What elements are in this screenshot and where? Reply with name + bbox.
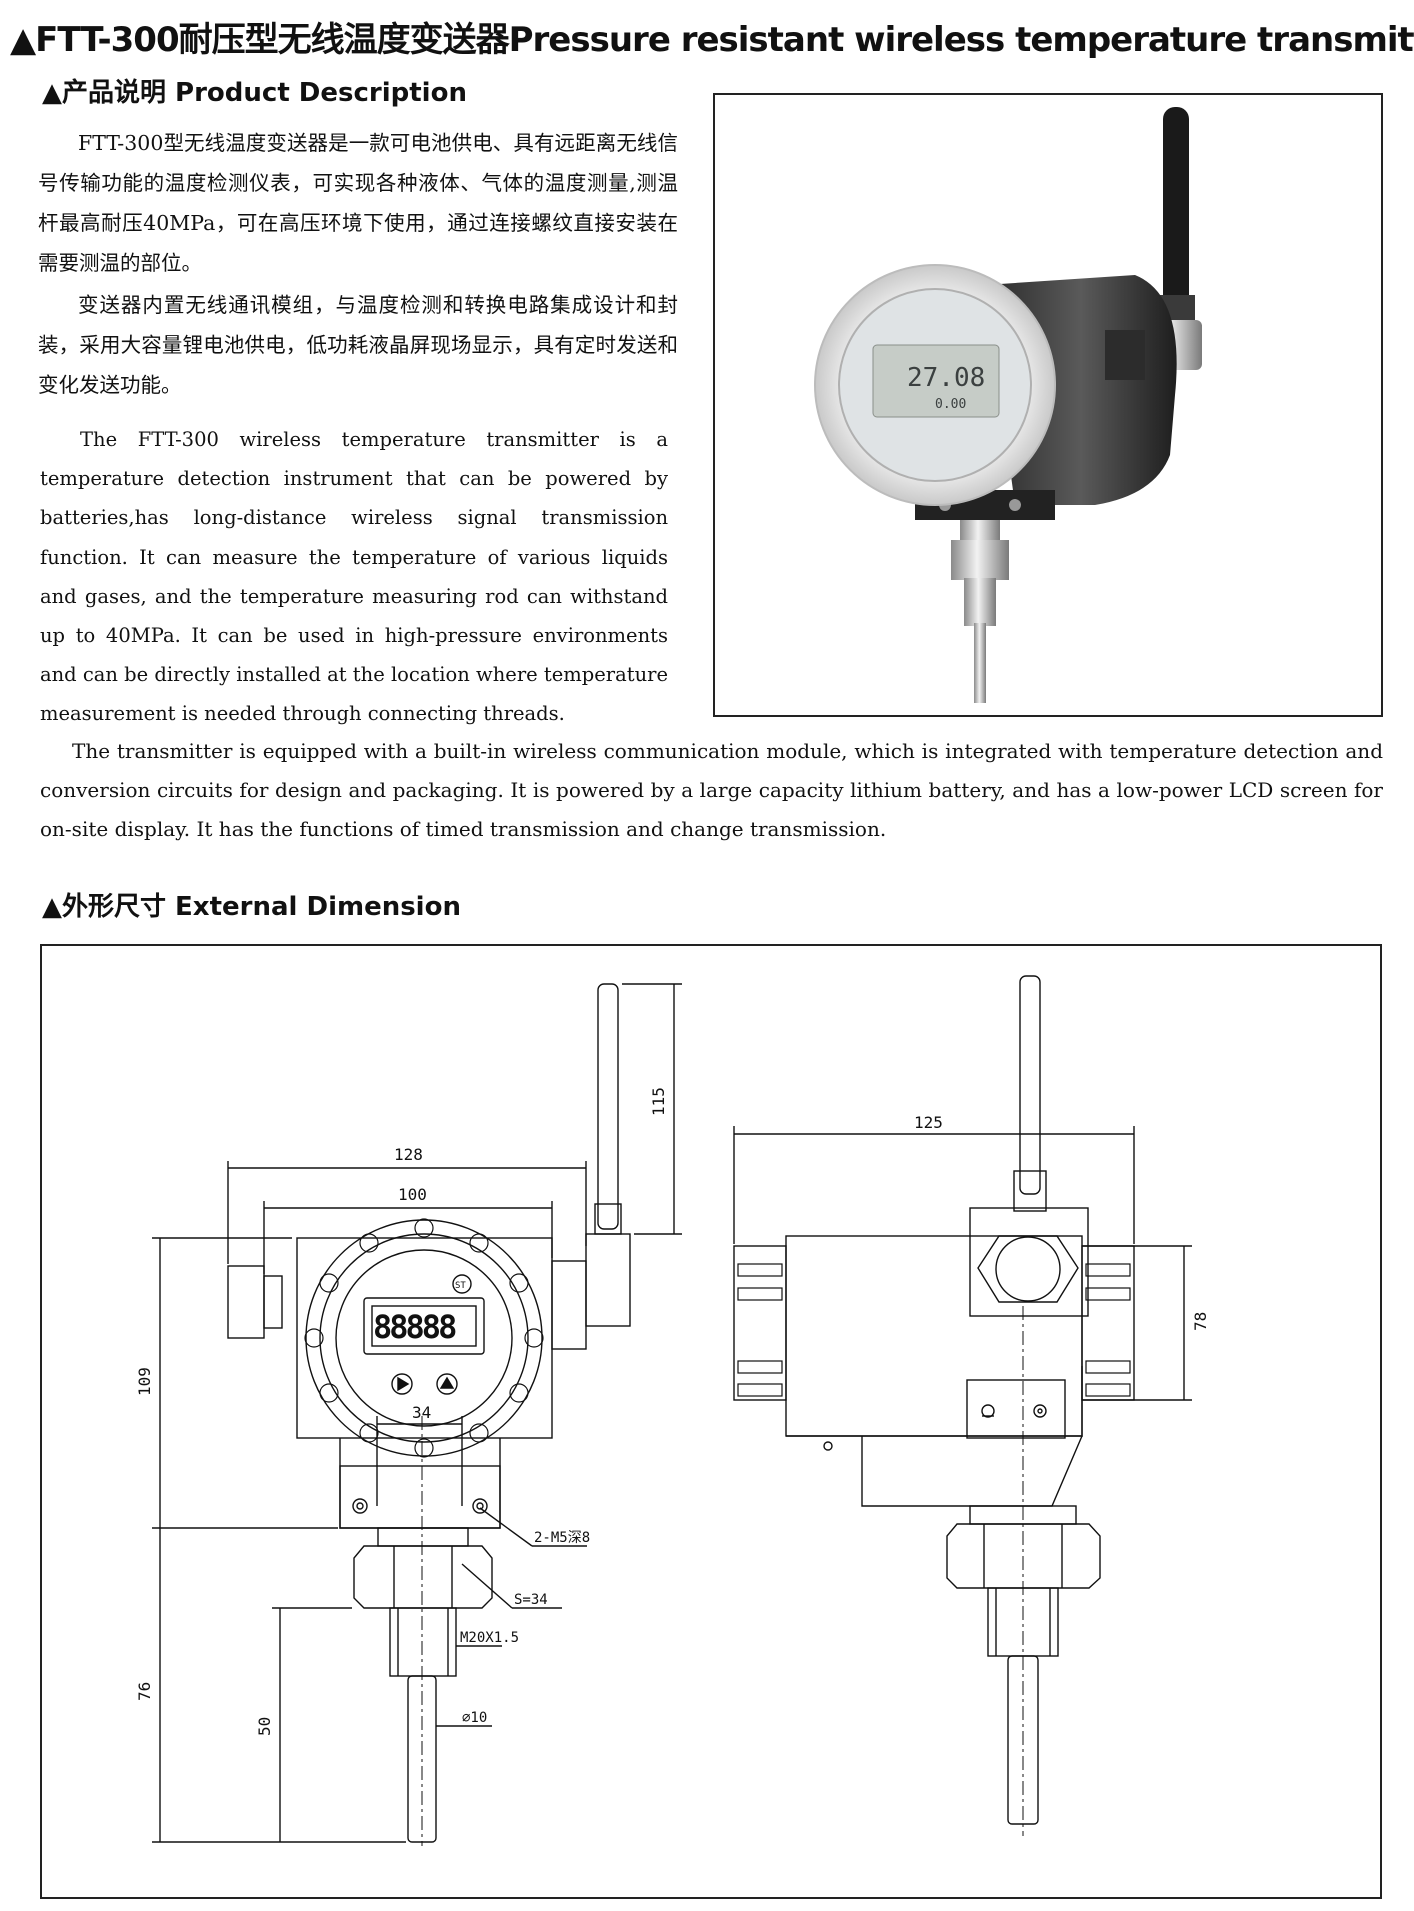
dim-antenna: 115 — [649, 1087, 668, 1116]
dimension-drawing: 115 128 100 — [135, 975, 1210, 1846]
dim-width-inner: 100 — [398, 1185, 427, 1204]
dim-lower-height: 76 — [135, 1682, 154, 1701]
en-paragraph-2: The transmitter is equipped with a built… — [40, 739, 1383, 842]
antenna — [1163, 107, 1189, 307]
label-hex: S=34 — [514, 1592, 548, 1608]
dim-probe-length: 50 — [255, 1717, 274, 1736]
external-dimension-heading: ▲外形尺寸 External Dimension — [42, 892, 461, 922]
product-photo-frame: 27.08 0.00 — [713, 93, 1383, 717]
dim-hole-spacing: 34 — [412, 1403, 431, 1422]
probe-rod — [974, 623, 986, 703]
page-title: ▲FTT-300耐压型无线温度变送器Pressure resistant wir… — [10, 20, 1414, 60]
thread — [964, 578, 996, 626]
hex-fitting — [951, 540, 1009, 580]
cn-paragraph-2: 变送器内置无线通讯模组，与温度检测和转换电路集成设计和封装，采用大容量锂电池供电… — [38, 293, 678, 397]
lcd-main-value: 27.08 — [907, 363, 985, 393]
label-diameter: ⌀10 — [462, 1710, 487, 1726]
dim-side-width: 125 — [914, 1113, 943, 1132]
display-digits: 88888 — [373, 1308, 456, 1346]
dim-side-height: 78 — [1191, 1312, 1210, 1331]
dim-width-outer: 128 — [394, 1145, 423, 1164]
product-photo: 27.08 0.00 — [814, 107, 1202, 703]
dim-body-height: 109 — [135, 1367, 154, 1396]
lcd-screen — [872, 344, 1000, 418]
front-view: 115 128 100 — [135, 983, 682, 1846]
cn-paragraph-1: FTT-300型无线温度变送器是一款可电池供电、具有远距离无线信号传输功能的温度… — [38, 131, 678, 275]
lcd-sub-value: 0.00 — [935, 397, 966, 412]
product-description-heading: ▲产品说明 Product Description — [42, 78, 467, 108]
en-paragraph-1: The FTT-300 wireless temperature transmi… — [40, 428, 668, 726]
side-view: 125 78 — [733, 975, 1210, 1836]
label-holes: 2-M5深8 — [534, 1530, 590, 1546]
dimension-drawing-frame: 115 128 100 — [40, 944, 1382, 1899]
label-thread: M20X1.5 — [460, 1630, 519, 1646]
logo-text: ST — [455, 1281, 466, 1291]
